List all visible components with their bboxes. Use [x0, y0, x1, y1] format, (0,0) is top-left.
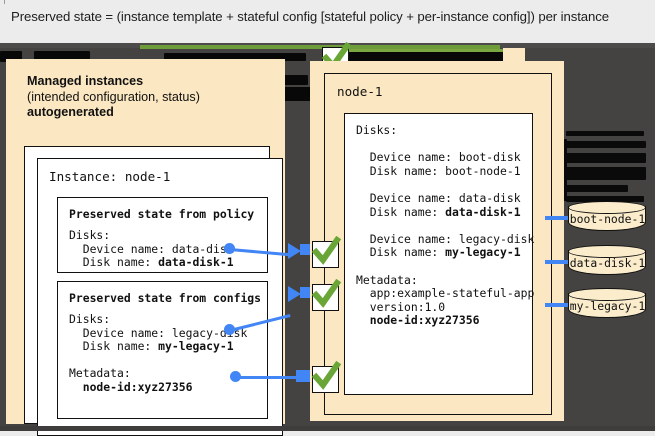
redacted-bar — [164, 53, 306, 61]
redacted-bar — [566, 185, 628, 192]
metadata-app: app:example-stateful-app — [356, 286, 535, 301]
redacted-bar — [566, 131, 644, 136]
disk-top — [568, 245, 646, 258]
redacted-bar — [566, 153, 646, 163]
redacted-bar — [34, 51, 90, 62]
connector-stub-data-disk — [300, 244, 313, 255]
disk-top — [568, 288, 646, 301]
disk-wire-data — [545, 260, 573, 264]
connector-line-metadata — [236, 376, 298, 379]
connector-arrow-legacy-disk — [288, 286, 301, 302]
managed-instances-panel: Managed instances (intended configuratio… — [6, 59, 285, 436]
policy-box-title: Preserved state from policy — [69, 207, 255, 221]
redacted-bar — [330, 52, 525, 62]
policy-disk-name-value: data-disk-1 — [158, 255, 234, 270]
policy-disk-name-prefix: Disk name: — [69, 255, 159, 270]
connector-dot-metadata — [230, 371, 241, 382]
connector-dot-data-disk — [224, 243, 235, 254]
redacted-bar — [566, 141, 646, 148]
redacted-bar — [0, 51, 22, 62]
preserved-state-policy-box: Preserved state from policy Disks: Devic… — [57, 197, 268, 273]
configs-metadata-nodeid: node-id:xyz27356 — [69, 379, 193, 394]
connector-stub-metadata — [296, 370, 312, 382]
disk-boot-node-1: boot-node-1 — [568, 201, 649, 235]
disk-label: data-disk-1 — [569, 256, 646, 270]
check-icon-legacy-disk — [311, 279, 342, 311]
instance-title: Instance: node-1 — [49, 169, 171, 184]
green-check-icon — [311, 236, 342, 265]
configs-box-title: Preserved state from configs — [69, 291, 262, 305]
configs-box-body: Disks: Device name: legacy-disk Disk nam… — [69, 312, 248, 395]
configs-disks-label: Disks: — [69, 312, 111, 326]
node-details-box: Disks: Device name: boot-disk Disk name:… — [344, 113, 535, 395]
data-disk-name-prefix: Disk name: — [356, 204, 446, 219]
node-title: node-1 — [337, 84, 383, 99]
metadata-label: Metadata: — [356, 272, 418, 287]
disk-data-disk-1: data-disk-1 — [568, 245, 649, 279]
heading-line-3: autogenerated — [27, 105, 114, 119]
preserved-state-configs-box: Preserved state from configs Disks: Devi… — [57, 281, 268, 419]
legacy-disk-name-prefix: Disk name: — [356, 245, 446, 260]
beige-tab — [503, 48, 525, 65]
disk-wire-boot — [545, 216, 573, 220]
caption-tick — [4, 0, 5, 4]
configs-disk-name-value: my-legacy-1 — [158, 339, 234, 354]
redacted-bar — [566, 167, 646, 180]
boot-device-name: Device name: boot-disk — [356, 150, 521, 165]
node-1-card: node-1 Disks: Device name: boot-disk Dis… — [324, 73, 552, 415]
policy-disks-label: Disks: — [69, 228, 111, 242]
disk-label: boot-node-1 — [569, 212, 646, 226]
green-underline-1 — [140, 45, 500, 49]
bottom-strip — [0, 426, 655, 431]
configs-device-name: Device name: legacy-disk — [69, 325, 248, 340]
data-disk-name-value: data-disk-1 — [445, 204, 521, 219]
panel-heading: Managed instances (intended configuratio… — [27, 74, 200, 121]
disk-label: my-legacy-1 — [569, 299, 646, 313]
policy-box-body: Disks: Device name: data-disk Disk name:… — [69, 228, 234, 270]
boot-disk-name: Disk name: boot-node-1 — [356, 163, 521, 178]
heading-line-1: Managed instances — [27, 74, 144, 88]
redacted-bar — [562, 139, 567, 201]
node-details-body: Disks: Device name: boot-disk Disk name:… — [356, 123, 535, 328]
configs-metadata-label: Metadata: — [69, 366, 131, 381]
legacy-disk-name-value: my-legacy-1 — [445, 245, 521, 260]
disk-top — [568, 201, 646, 214]
disks-label: Disks: — [356, 123, 398, 137]
caption-text: Preserved state = (instance template + s… — [11, 9, 609, 24]
connector-arrow-data-disk — [288, 243, 301, 259]
green-check-icon — [311, 279, 342, 308]
connector-stub-legacy-disk — [300, 287, 313, 298]
diagram-canvas: Managed instances (intended configuratio… — [0, 42, 655, 436]
actual-instance-panel: node-1 Disks: Device name: boot-disk Dis… — [310, 61, 564, 421]
caption-band: Preserved state = (instance template + s… — [0, 0, 655, 43]
redacted-bar — [566, 196, 644, 202]
policy-device-name: Device name: data-disk — [69, 241, 234, 256]
heading-line-2: (intended configuration, status) — [27, 89, 200, 104]
configs-disk-name-prefix: Disk name: — [69, 339, 159, 354]
check-icon-metadata — [311, 361, 342, 393]
connector-dot-legacy-disk — [224, 324, 235, 335]
disk-wire-legacy — [545, 303, 573, 307]
metadata-nodeid: node-id:xyz27356 — [356, 313, 480, 328]
legacy-device-name: Device name: legacy-disk — [356, 231, 535, 246]
metadata-version: version:1.0 — [356, 299, 446, 314]
data-device-name: Device name: data-disk — [356, 190, 521, 205]
green-check-icon — [311, 361, 342, 390]
check-icon-data-disk — [311, 236, 342, 268]
instance-card: Instance: node-1 Preserved state from po… — [37, 158, 283, 436]
disk-my-legacy-1: my-legacy-1 — [568, 288, 649, 322]
